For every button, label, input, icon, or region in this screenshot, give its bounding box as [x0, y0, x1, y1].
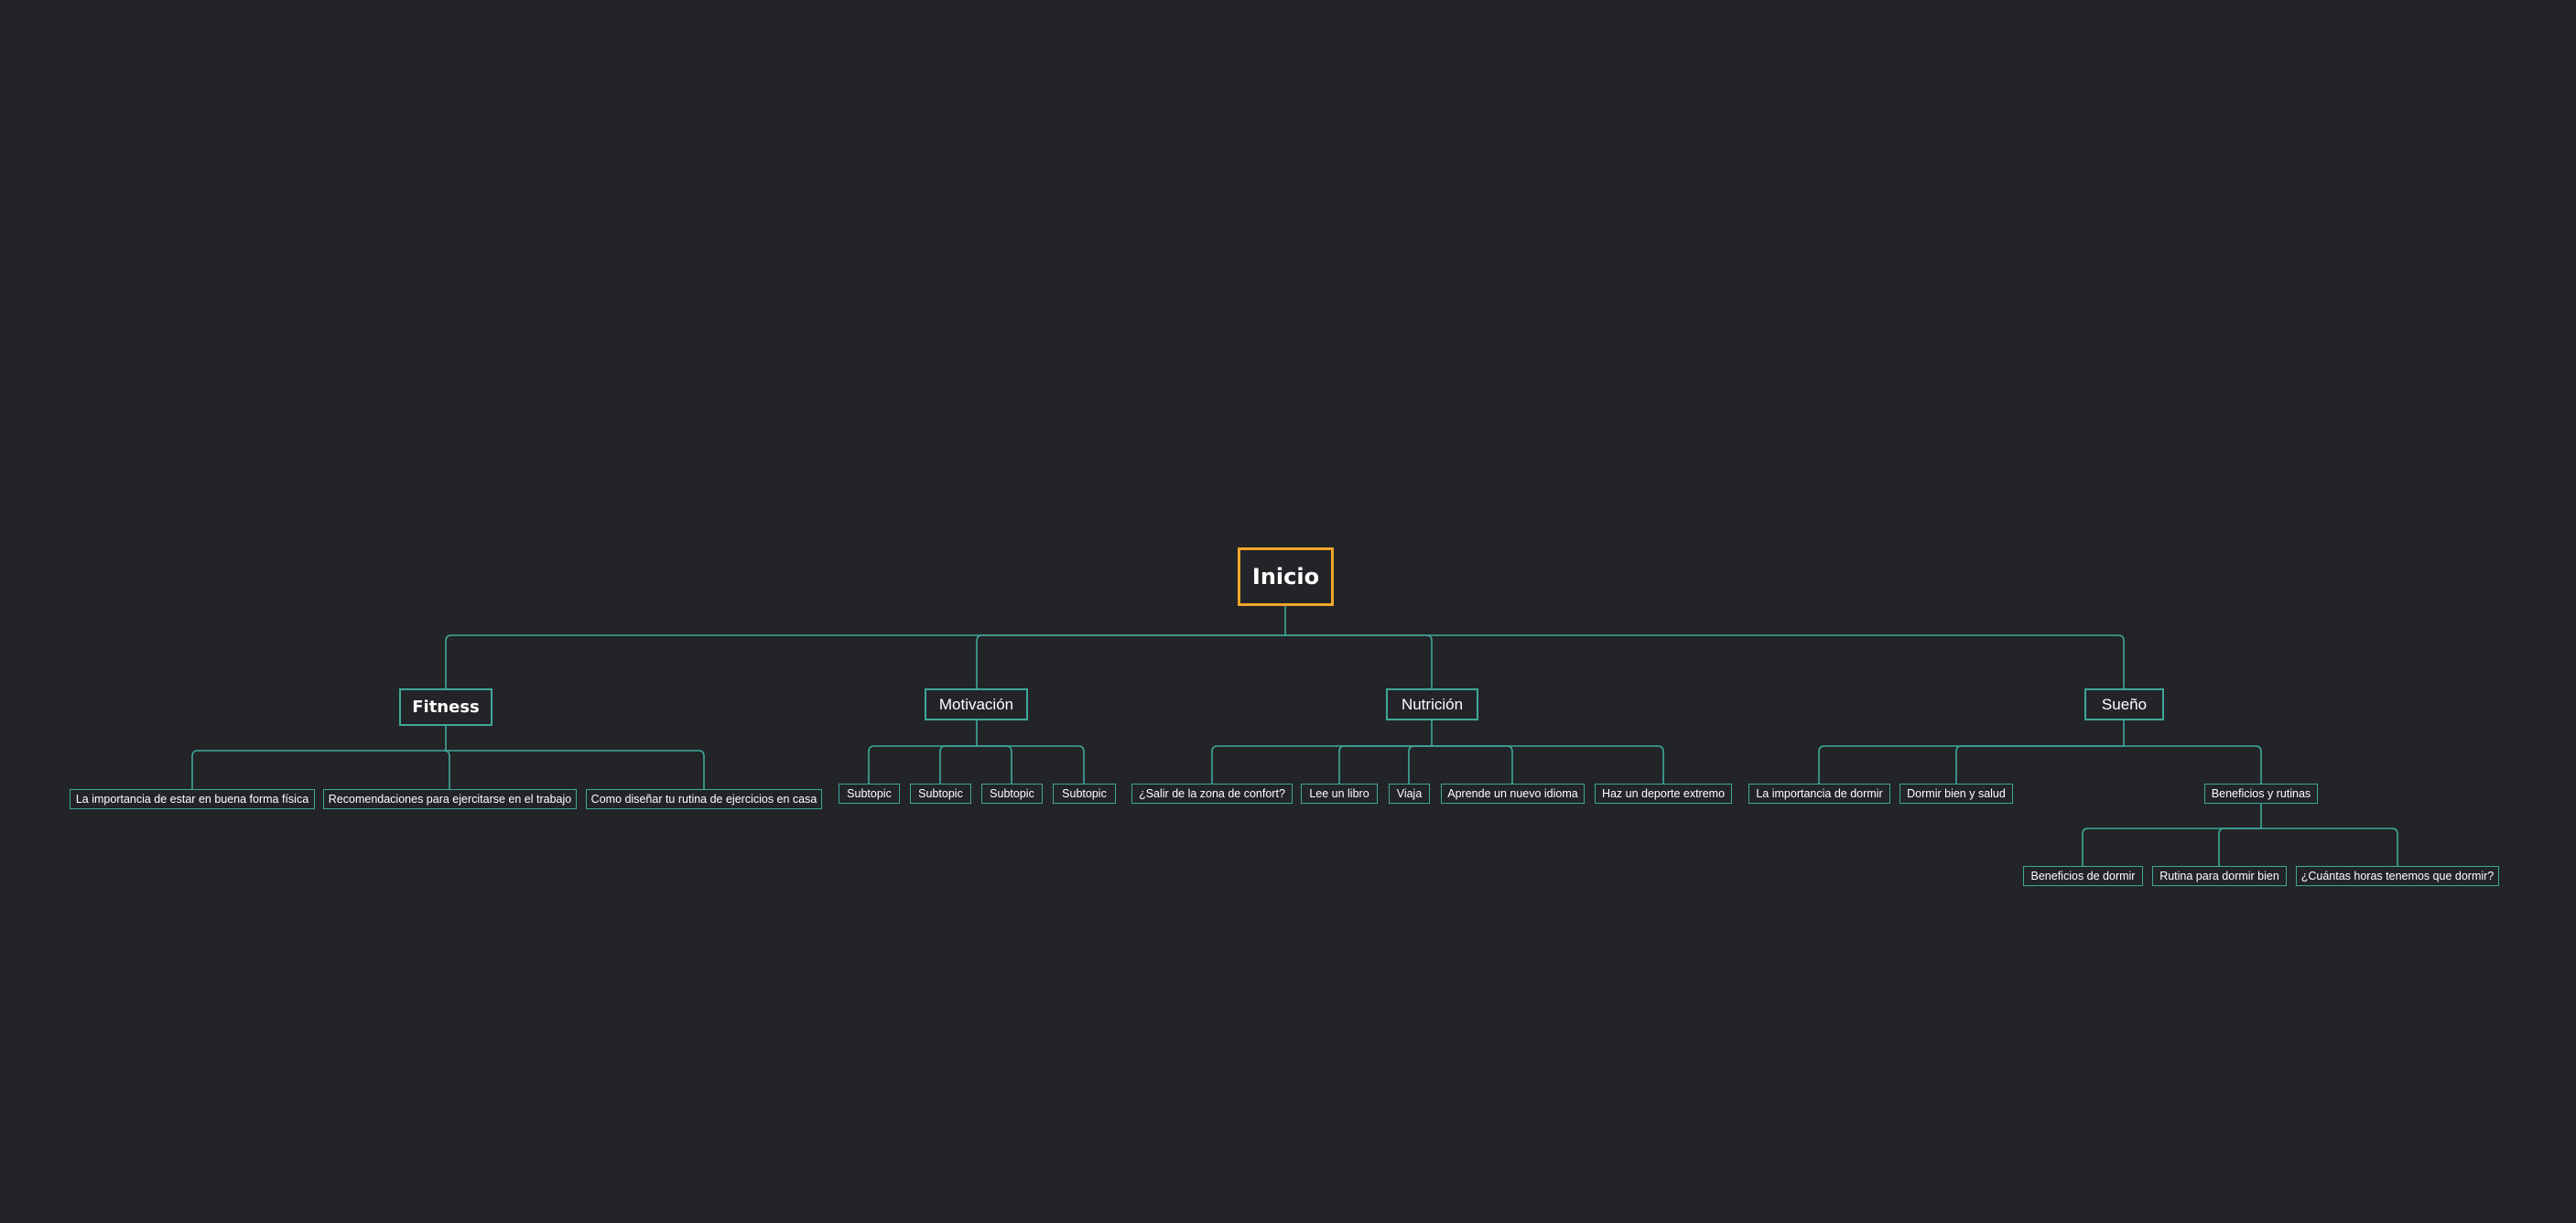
- connector-sueno-edge-0: [1818, 745, 2124, 784]
- topic-nutricion[interactable]: Nutrición: [1386, 688, 1478, 720]
- subtopic-nutricion-viaja[interactable]: Viaja: [1389, 784, 1430, 804]
- subtopic-motivacion-2[interactable]: Subtopic: [910, 784, 971, 804]
- connector-beneficios-edge-2: [2261, 828, 2398, 866]
- connector-nutricion-edge-3: [1432, 745, 1513, 784]
- connector-root-edge-1: [976, 634, 1285, 688]
- subtopic-nutricion-idioma[interactable]: Aprende un nuevo idioma: [1441, 784, 1585, 804]
- topic-motivacion[interactable]: Motivación: [925, 688, 1028, 720]
- connector-nutricion-edge-4: [1432, 745, 1664, 784]
- subtopic-nutricion-zona-confort[interactable]: ¿Salir de la zona de confort?: [1131, 784, 1293, 804]
- subtopic-nutricion-deporte-extremo[interactable]: Haz un deporte extremo: [1595, 784, 1732, 804]
- subtopic-fitness-rutina-casa[interactable]: Como diseñar tu rutina de ejercicios en …: [586, 789, 822, 809]
- subtopic-fitness-trabajo[interactable]: Recomendaciones para ejercitarse en el t…: [323, 789, 577, 809]
- connector-beneficios-edge-1: [2218, 828, 2261, 866]
- connector-fitness-edge-0: [191, 750, 446, 789]
- subtopic-nutricion-lee-libro[interactable]: Lee un libro: [1301, 784, 1378, 804]
- connector-sueno-edge-1: [1955, 745, 2124, 784]
- subtopic-beneficios-dormir[interactable]: Beneficios de dormir: [2023, 866, 2143, 886]
- connector-nutricion-edge-1: [1338, 745, 1432, 784]
- subtopic-motivacion-1[interactable]: Subtopic: [839, 784, 900, 804]
- connector-nutricion-edge-0: [1211, 745, 1432, 784]
- connector-fitness-edge-2: [446, 750, 705, 789]
- subtopic-rutina-dormir-bien[interactable]: Rutina para dormir bien: [2152, 866, 2287, 886]
- subtopic-fitness-forma-fisica[interactable]: La importancia de estar en buena forma f…: [70, 789, 315, 809]
- connector-root-edge-3: [1285, 634, 2125, 688]
- connector-beneficios-edge-0: [2082, 828, 2261, 866]
- connector-fitness-edge-1: [443, 750, 450, 789]
- connector-motivacion-edge-3: [977, 745, 1085, 784]
- subtopic-motivacion-3[interactable]: Subtopic: [981, 784, 1043, 804]
- connector-root-edge-0: [445, 634, 1285, 688]
- connector-motivacion-edge-0: [868, 745, 977, 784]
- subtopic-sueno-salud[interactable]: Dormir bien y salud: [1900, 784, 2013, 804]
- subtopic-horas-dormir[interactable]: ¿Cuántas horas tenemos que dormir?: [2296, 866, 2499, 886]
- topic-fitness[interactable]: Fitness: [399, 688, 492, 726]
- topic-sueno[interactable]: Sueño: [2084, 688, 2164, 720]
- subtopic-motivacion-4[interactable]: Subtopic: [1053, 784, 1116, 804]
- root-topic-inicio[interactable]: Inicio: [1238, 547, 1334, 606]
- subtopic-sueno-importancia[interactable]: La importancia de dormir: [1748, 784, 1890, 804]
- connector-root-edge-2: [1285, 634, 1433, 688]
- connector-motivacion-edge-1: [939, 745, 977, 784]
- connector-nutricion-edge-2: [1408, 745, 1432, 784]
- connector-sueno-edge-2: [2124, 745, 2262, 784]
- subtopic-sueno-beneficios-rutinas[interactable]: Beneficios y rutinas: [2204, 784, 2318, 804]
- connector-motivacion-edge-2: [977, 745, 1012, 784]
